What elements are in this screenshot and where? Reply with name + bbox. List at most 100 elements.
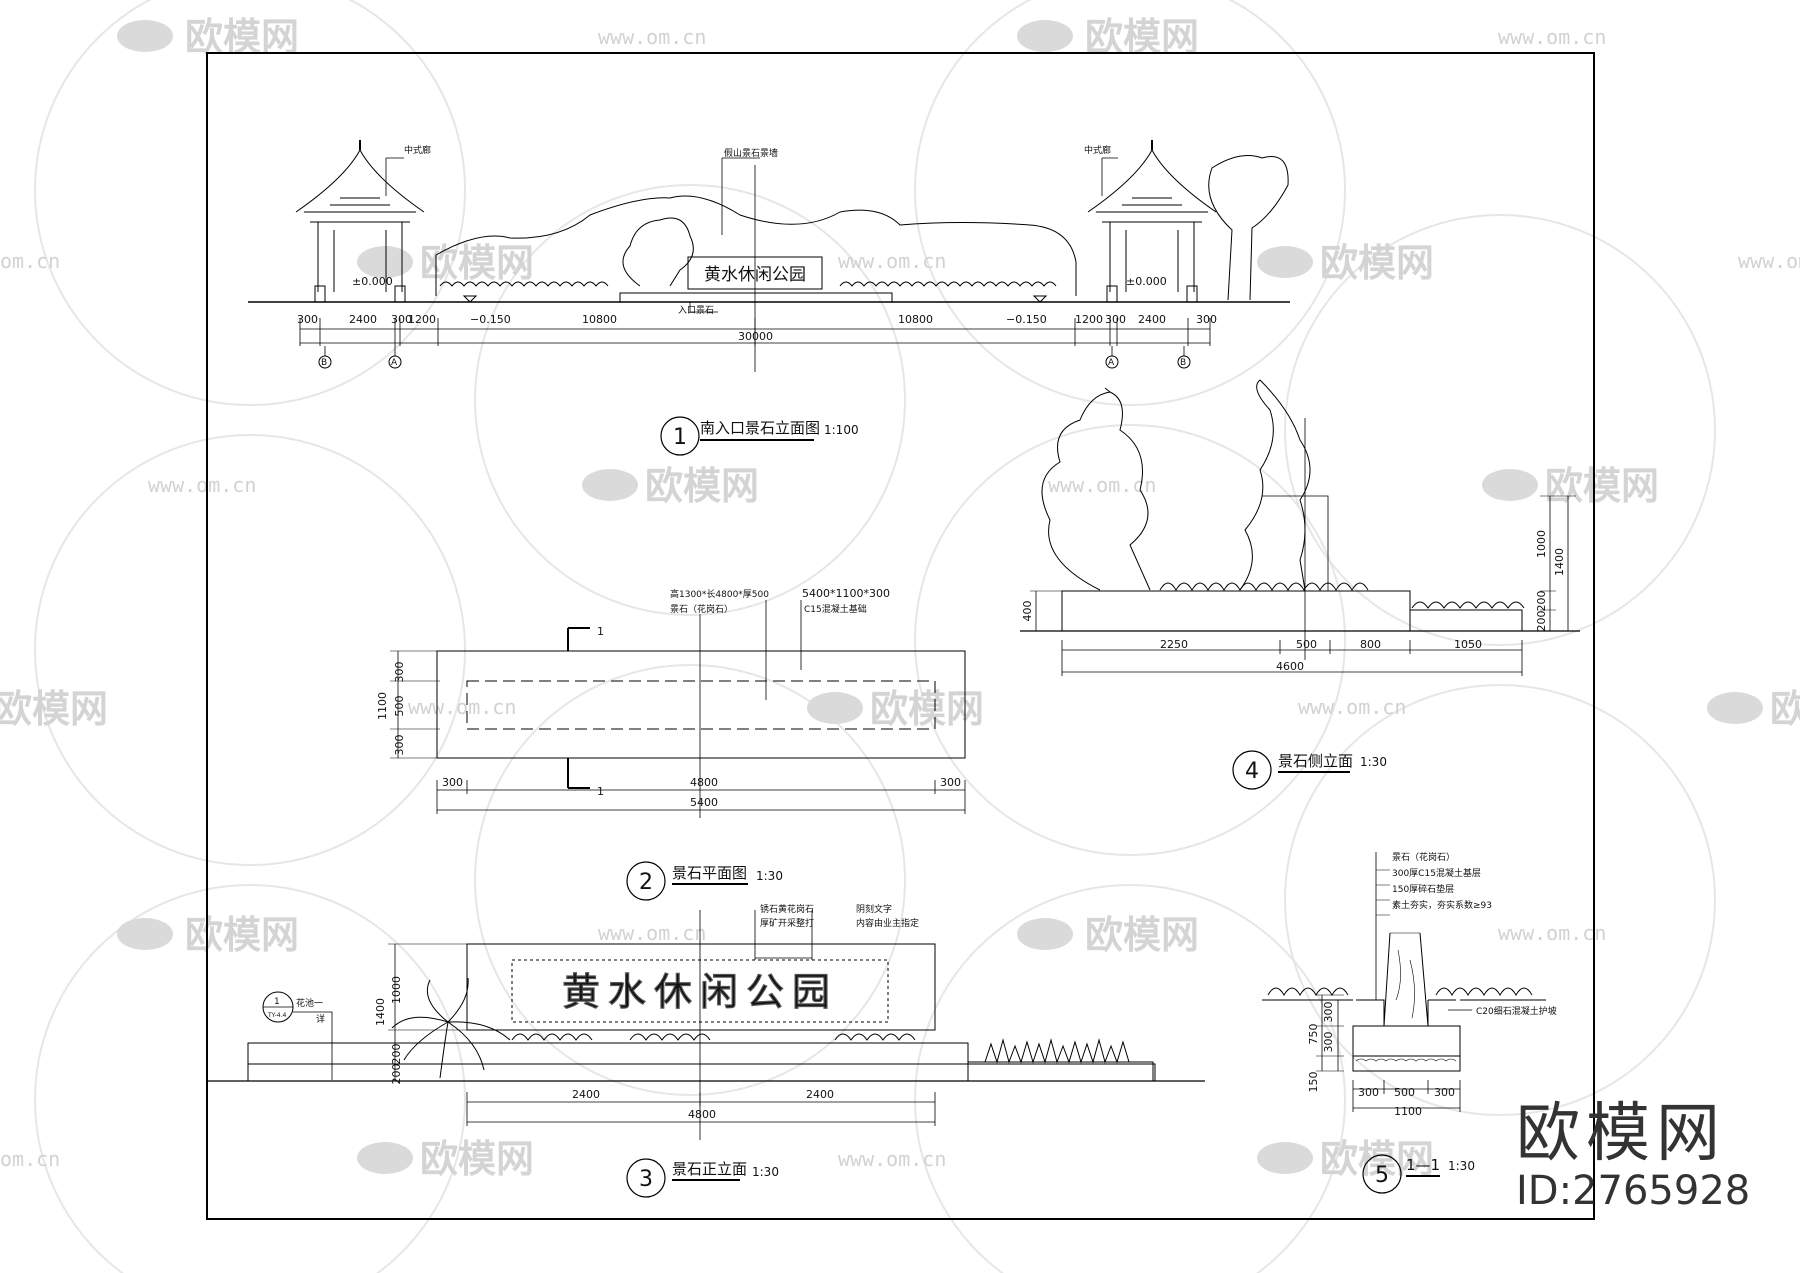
view-5-section (1262, 852, 1546, 1112)
palm-plant (391, 977, 511, 1079)
plan-dim-v-2: 500 (393, 696, 406, 717)
watermark-logo-icon (807, 692, 863, 724)
side-dim-v-total: 1400 (1553, 548, 1566, 576)
view-2-scale: 1:30 (756, 869, 783, 883)
watermark-url: www.om.cn (1498, 921, 1606, 945)
dim-5: 10800 (582, 313, 617, 326)
front-note-3: 阴刻文字 (856, 903, 892, 915)
watermark-url: www.om.cn (598, 921, 706, 945)
watermark-logo-icon (1257, 246, 1313, 278)
watermark-url: www.om.cn (1738, 249, 1800, 273)
view-1-number-circle (660, 416, 700, 456)
axis-a-left: A (391, 358, 398, 368)
dim-10: 300 (1196, 313, 1217, 326)
brand-logo: 欧模网 (1516, 1097, 1726, 1171)
plan-dim-v-3: 300 (393, 735, 406, 756)
front-note-1: 锈石黄花岗石 (760, 903, 814, 915)
front-dim-v-1: 1000 (390, 976, 403, 1004)
plan-dim-v-1: 300 (393, 662, 406, 683)
watermark-logo: 欧模网 (1085, 913, 1199, 957)
view-2-number-circle (626, 861, 666, 901)
plan-dim-h-2: 4800 (690, 776, 718, 789)
watermark-logo: 欧模网 (1085, 15, 1199, 59)
axis-a-right: A (1108, 358, 1115, 368)
side-dim-v-1: 1000 (1535, 530, 1548, 558)
front-dim-v-3: 200 (390, 1064, 403, 1085)
view-3-number-circle (626, 1158, 666, 1198)
callout-sub: 详 (316, 1013, 325, 1025)
axis-b-left: B (321, 358, 327, 368)
front-dim-v-total: 1400 (374, 998, 387, 1026)
watermark-url: www.om.cn (1048, 473, 1156, 497)
view-4-text: 400 2250 500 800 1050 4600 1000 1400 200… (1021, 530, 1566, 790)
dim-8: 300 (1105, 313, 1126, 326)
watermark-logo-icon (1017, 918, 1073, 950)
section-dim-v-2: 300 (1322, 1032, 1335, 1053)
watermark-url: www.om.cn (1498, 25, 1606, 49)
section-dim-h-1: 300 (1358, 1086, 1379, 1099)
view-3-scale: 1:30 (752, 1165, 779, 1179)
callout-number: 1 (274, 997, 280, 1007)
label-entry-stone: 入口景石 (678, 305, 714, 316)
watermark-url: www.om.cn (838, 1147, 946, 1171)
watermark-logo: 欧模网 (870, 687, 984, 731)
pavilion-left (295, 140, 425, 303)
shrub-row (439, 281, 1057, 287)
front-note-4: 内容由业主指定 (856, 917, 919, 929)
plan-dim-v-total: 1100 (376, 692, 389, 720)
label-pavilion-right: 中式廊 (1084, 144, 1111, 156)
side-dim-h-total: 4600 (1276, 660, 1304, 673)
view-3-front-elevation (208, 910, 1205, 1140)
pavilion-right (1087, 140, 1217, 303)
watermark-logo: 欧模网 (1545, 464, 1659, 508)
section-note-4: 素土夯实，夯实系数≥93 (1392, 899, 1492, 911)
section-mark-top: 1 (597, 625, 604, 638)
watermark-url: www.om.cn (598, 25, 706, 49)
callout-label: 花池一 (296, 997, 323, 1009)
side-dim-v-2: 200 (1535, 591, 1548, 612)
front-dim-h-total: 4800 (688, 1108, 716, 1121)
section-dim-v-1: 300 (1322, 1002, 1335, 1023)
view-3-number: 3 (639, 1167, 653, 1192)
elev-left: ±0.000 (352, 275, 393, 288)
watermark-logo: 欧模网 (185, 15, 299, 59)
view-5-number: 5 (1375, 1163, 1389, 1188)
tree-right (1208, 155, 1289, 301)
tree-side-left (1041, 387, 1151, 591)
dim-3: 300 (391, 313, 412, 326)
side-dim-h-3: 800 (1360, 638, 1381, 651)
view-4-scale: 1:30 (1360, 755, 1387, 769)
side-dim-v-3: 200 (1535, 611, 1548, 632)
callout-ref: TY-4.4 (267, 1012, 287, 1019)
section-note-3: 150厚碎石垫层 (1392, 883, 1454, 895)
plan-dim-h-total: 5400 (690, 796, 718, 809)
shrubs-section (1267, 987, 1533, 997)
section-dim-v-3: 150 (1307, 1072, 1320, 1093)
watermark-logo-icon (117, 20, 173, 52)
plan-note-material: 景石（花岗石） (670, 603, 733, 615)
grass-tufts (984, 1038, 1130, 1064)
label-pavilion-left: 中式廊 (404, 144, 431, 156)
section-note-right: C20细石混凝土护坡 (1476, 1005, 1557, 1017)
dim-6: 10800 (898, 313, 933, 326)
drawing-frame (206, 52, 1595, 1220)
section-mark-bottom: 1 (597, 785, 604, 798)
view-1-elevation: 黄水休闲公园 (248, 140, 1290, 372)
watermark-logo: 欧模网 (0, 687, 108, 731)
rockery-wall (435, 195, 1077, 296)
view-1-title: 南入口景石立面图 (700, 419, 820, 437)
brand-id: ID:2765928 (1516, 1168, 1751, 1214)
plan-dim-h-1: 300 (442, 776, 463, 789)
label-rockery: 假山景石景墙 (724, 147, 778, 159)
shrubs-front (511, 1033, 916, 1041)
front-note-2: 厚矿开采整打 (760, 917, 814, 929)
tree-center (622, 217, 694, 287)
sign-plinth (619, 292, 893, 303)
watermark-url: www.om.cn (1298, 695, 1406, 719)
section-dim-v-total: 750 (1307, 1024, 1320, 1045)
front-dim-v-2: 200 (390, 1044, 403, 1065)
view-5-scale: 1:30 (1448, 1159, 1475, 1173)
watermark-logo: 欧模网 (420, 1137, 534, 1181)
view-4-number-circle (1232, 750, 1272, 790)
